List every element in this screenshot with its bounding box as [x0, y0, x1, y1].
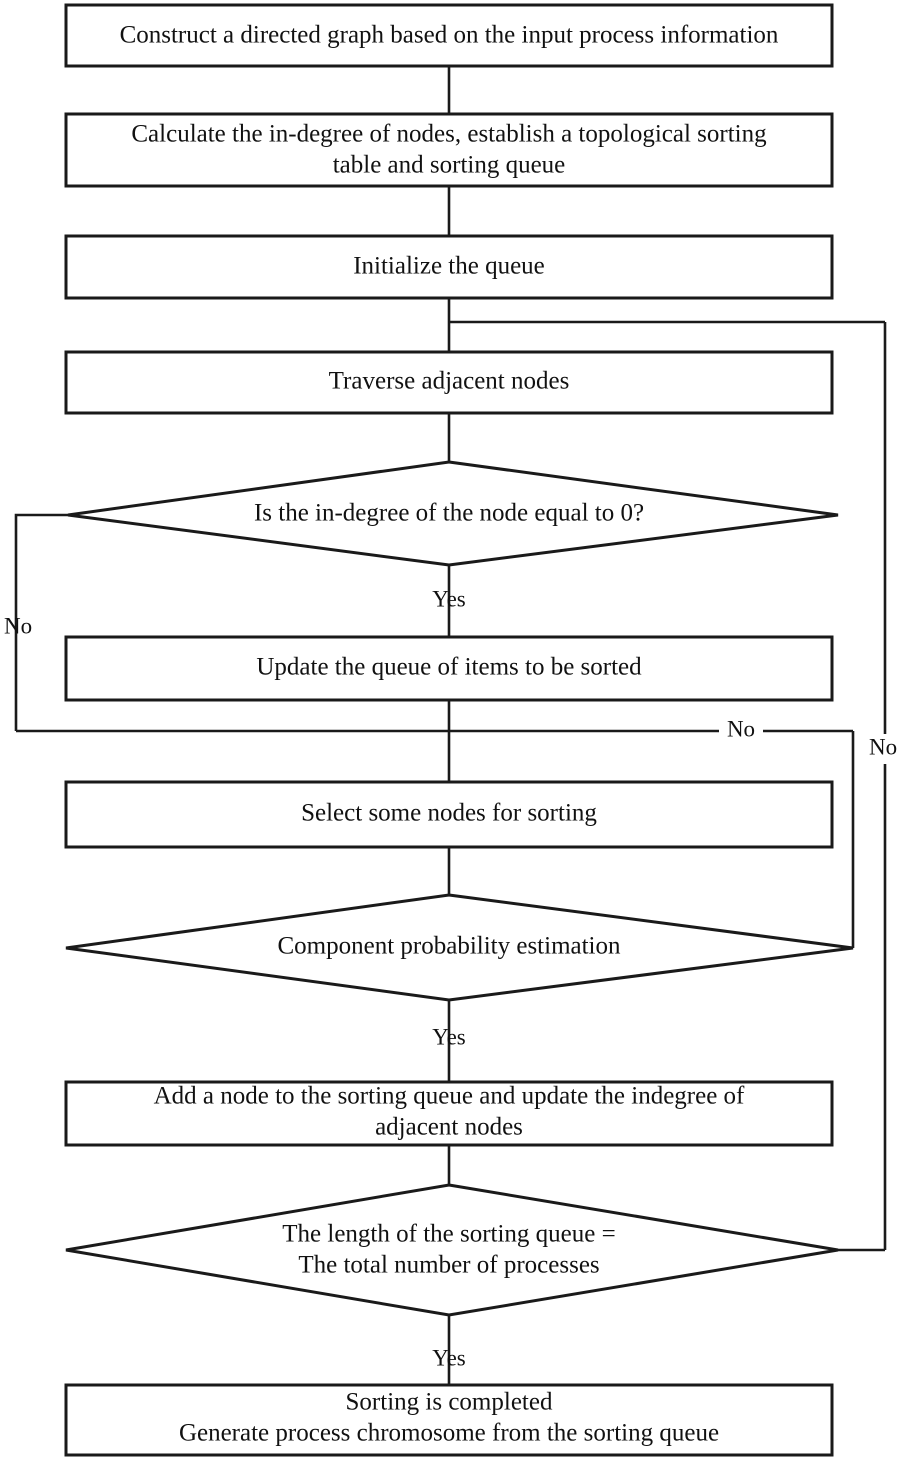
edge-label-d2-no: No: [727, 716, 755, 741]
decision-label: Component probability estimation: [277, 933, 621, 960]
node-label: Select some nodes for sorting: [301, 800, 597, 827]
node-add-node-to-sorting-queue[interactable]: Add a node to the sorting queue and upda…: [64, 1080, 834, 1147]
node-traverse-adjacent-nodes[interactable]: Traverse adjacent nodes: [64, 350, 834, 415]
node-label-line2: Generate process chromosome from the sor…: [179, 1420, 719, 1447]
edge-label-d1-yes: Yes: [432, 586, 466, 611]
connector-layer: [14, 66, 887, 1385]
node-label: Initialize the queue: [353, 253, 545, 280]
node-label: Traverse adjacent nodes: [329, 368, 570, 395]
node-label: Update the queue of items to be sorted: [256, 654, 642, 681]
node-label-line2: table and sorting queue: [333, 152, 566, 179]
decision-label-line1: The length of the sorting queue =: [282, 1221, 615, 1248]
node-label-line1: Sorting is completed: [346, 1389, 553, 1416]
node-select-nodes-for-sorting[interactable]: Select some nodes for sorting: [64, 780, 834, 849]
edge-label-d2-yes: Yes: [432, 1024, 466, 1049]
decision-component-probability-estimation[interactable]: Component probability estimation: [65, 893, 854, 1002]
connector-d1-no-left-rail: [14, 513, 68, 731]
node-label: Construct a directed graph based on the …: [120, 22, 779, 49]
node-update-queue-items[interactable]: Update the queue of items to be sorted: [64, 635, 834, 702]
edge-label-d3-no-group: No: [866, 734, 900, 764]
node-sorting-completed[interactable]: Sorting is completed Generate process ch…: [64, 1383, 834, 1457]
edge-label-d3-yes: Yes: [432, 1345, 466, 1370]
edge-label-d2-no-group: No: [719, 716, 763, 745]
node-label-line1: Calculate the in-degree of nodes, establ…: [131, 121, 767, 148]
node-calculate-in-degree[interactable]: Calculate the in-degree of nodes, establ…: [64, 112, 834, 188]
node-initialize-queue[interactable]: Initialize the queue: [64, 234, 834, 300]
node-label-line1: Add a node to the sorting queue and upda…: [154, 1083, 745, 1110]
decision-sorting-queue-length-check[interactable]: The length of the sorting queue = The to…: [65, 1183, 839, 1317]
decision-label-line2: The total number of processes: [298, 1252, 599, 1279]
node-construct-directed-graph[interactable]: Construct a directed graph based on the …: [64, 3, 834, 68]
decision-label: Is the in-degree of the node equal to 0?: [254, 500, 644, 527]
decision-in-degree-equals-zero[interactable]: Is the in-degree of the node equal to 0?: [67, 460, 839, 567]
edge-label-d3-no: No: [869, 734, 897, 759]
edge-label-d1-no: No: [4, 613, 32, 638]
node-label-line2: adjacent nodes: [375, 1114, 523, 1141]
